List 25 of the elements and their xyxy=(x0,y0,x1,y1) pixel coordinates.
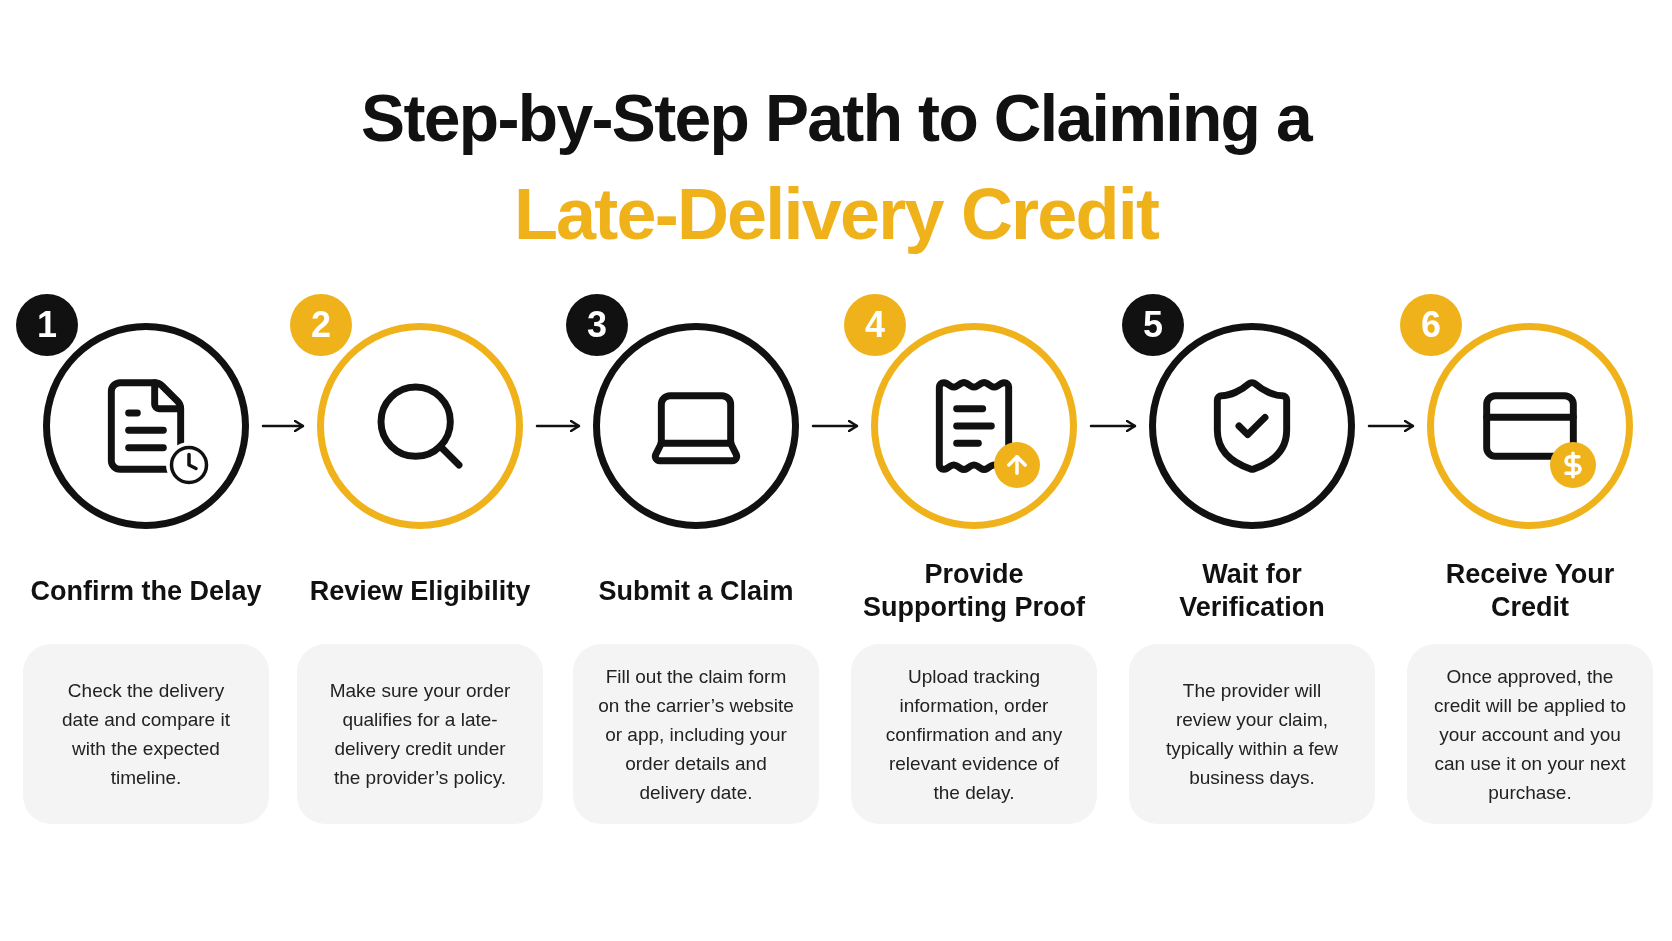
description-card: Upload tracking information, order confirmation and any relevant evidence of the delay. xyxy=(851,644,1097,824)
step-number-badge: 6 xyxy=(1400,294,1462,356)
description-card: Once approved, the credit will be applied to your account and you can use it on your next purchase. xyxy=(1407,644,1653,824)
arrow xyxy=(1089,419,1137,433)
step-number-badge: 5 xyxy=(1122,294,1184,356)
arrow xyxy=(535,419,581,433)
step-heading: Submit a Claim xyxy=(597,574,795,608)
description-card: Make sure your order qualifies for a late-delivery credit under the provider’s policy. xyxy=(297,644,543,824)
step-heading: Provide Supporting Proof xyxy=(862,558,1086,624)
step-number-badge: 4 xyxy=(844,294,906,356)
title: Step-by-Step Path to Claiming a xyxy=(361,80,1311,157)
description-card: Check the delivery date and compare it with the expected timeline. xyxy=(23,644,269,824)
step-heading: Wait for Verification xyxy=(1178,558,1326,624)
description-card: Fill out the claim form on the carrier’s website or app, including your order details and delivery date. xyxy=(573,644,819,824)
arrow xyxy=(811,419,859,433)
step-number-badge: 2 xyxy=(290,294,352,356)
step-heading: Confirm the Delay xyxy=(29,574,263,608)
arrow xyxy=(1367,419,1415,433)
title-highlight: Late-Delivery Credit xyxy=(513,173,1159,256)
description-card: The provider will review your claim, typically within a few business days. xyxy=(1129,644,1375,824)
step-number-badge: 3 xyxy=(566,294,628,356)
step-heading: Review Eligibility xyxy=(308,574,532,608)
arrow xyxy=(261,419,305,433)
step-heading: Receive Your Credit xyxy=(1444,558,1616,624)
step-number-badge: 1 xyxy=(16,294,78,356)
